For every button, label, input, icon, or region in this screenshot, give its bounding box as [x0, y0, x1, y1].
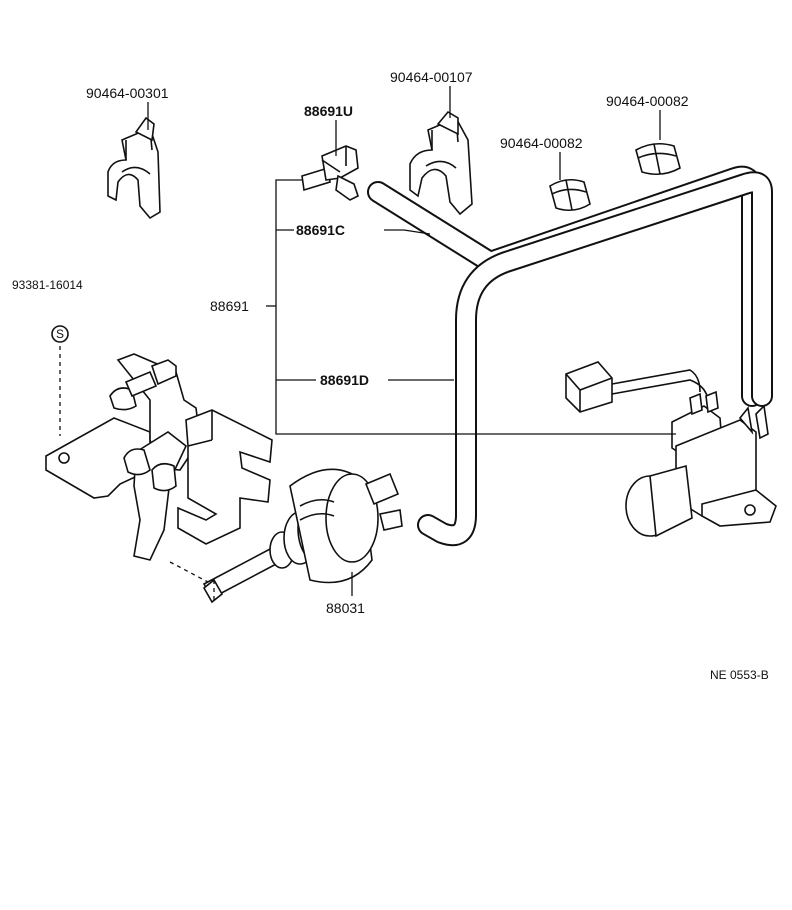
vacuum-switching-valve [565, 361, 777, 538]
label-88691d: 88691D [320, 372, 369, 388]
throttle-lever [123, 431, 187, 561]
label-90464-00082-mid: 90464-00082 [500, 135, 583, 151]
label-90464-00301: 90464-00301 [86, 85, 169, 101]
screw-93381-16014: S [51, 325, 69, 436]
mounting-bracket [45, 353, 201, 499]
stay-plate [177, 409, 273, 545]
figure-code: NE 0553-B [710, 668, 769, 682]
clamp-90464-00082-right [635, 142, 681, 176]
label-88031: 88031 [326, 600, 365, 616]
clip-90464-00301 [107, 116, 161, 220]
part-number-labels: 90464-00301 90464-00107 90464-00082 9046… [12, 69, 769, 682]
screw-symbol: S [56, 327, 64, 341]
hose-88691d [417, 171, 773, 547]
leader-lines [147, 86, 676, 596]
label-93381-16014: 93381-16014 [12, 278, 83, 292]
label-88691u: 88691U [304, 103, 353, 119]
actuator-88031 [202, 468, 403, 604]
union-88691u [301, 145, 359, 201]
label-90464-00107: 90464-00107 [390, 69, 473, 85]
label-88691c: 88691C [296, 222, 345, 238]
label-90464-00082-top: 90464-00082 [606, 93, 689, 109]
clip-90464-00107 [409, 110, 473, 216]
clamp-90464-00082-mid [549, 178, 591, 212]
assembly-lines [169, 561, 215, 604]
label-88691: 88691 [210, 298, 249, 314]
